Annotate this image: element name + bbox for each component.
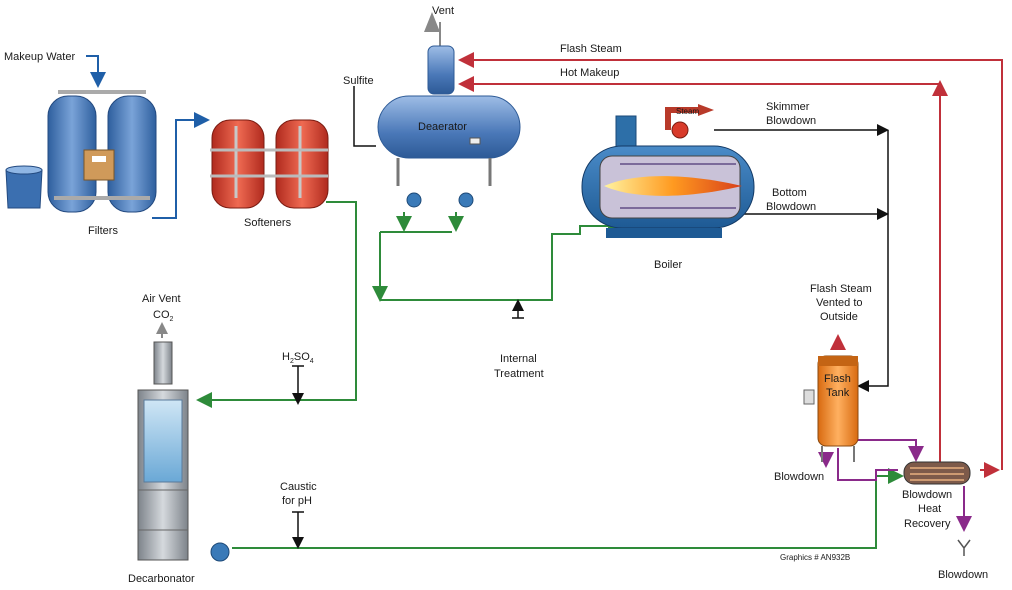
internal-treatment-label-1: Internal	[500, 353, 537, 365]
flash-tank-label-1: Flash	[824, 373, 851, 385]
decarbonator	[137, 322, 230, 562]
deaerator-vent	[424, 12, 455, 95]
blowdown-heat-recovery-label-3: Recovery	[904, 518, 951, 530]
blowdown-heat-exchanger	[903, 461, 971, 556]
bottom-blowdown-label-1: Bottom	[772, 187, 807, 199]
graphics-id-label: Graphics # AN932B	[780, 553, 850, 562]
makeup-water-line	[86, 55, 210, 219]
flash-tank	[803, 355, 859, 462]
blowdown-heat-recovery-label-1: Blowdown	[902, 489, 952, 501]
hot-makeup-label: Hot Makeup	[560, 67, 619, 79]
caustic-label-2: for pH	[282, 495, 312, 507]
skimmer-blowdown-label-2: Blowdown	[766, 115, 816, 127]
decarbonator-label: Decarbonator	[128, 573, 195, 585]
flash-steam-label: Flash Steam	[560, 43, 622, 55]
co2-label: CO2	[153, 309, 174, 323]
flash-vented-label-2: Vented to	[816, 297, 863, 309]
caustic-label-1: Caustic	[280, 481, 317, 493]
vent-label: Vent	[432, 5, 454, 17]
blowdown-heat-recovery-line	[818, 439, 972, 532]
softened-water-line	[196, 201, 904, 549]
flash-vented-label-3: Outside	[820, 311, 858, 323]
boiler	[581, 104, 755, 238]
sulfite-label: Sulfite	[343, 75, 374, 87]
softeners	[210, 119, 329, 209]
deaerator-label: Deaerator	[418, 121, 467, 133]
flash-tank-label-2: Tank	[826, 387, 850, 399]
air-vent-label: Air Vent	[142, 293, 181, 305]
deaerator	[377, 95, 521, 208]
flash-vented-label-1: Flash Steam	[810, 283, 872, 295]
blowdown-bottom-label: Blowdown	[938, 569, 988, 581]
filters	[5, 90, 157, 213]
makeup-water-label: Makeup Water	[4, 51, 75, 63]
internal-treatment-label-2: Treatment	[494, 368, 544, 380]
softeners-label: Softeners	[244, 217, 292, 229]
boiler-label: Boiler	[654, 259, 682, 271]
filters-label: Filters	[88, 225, 118, 237]
blowdown-heat-recovery-label-2: Heat	[918, 503, 941, 515]
h2so4-label: H2SO4	[282, 351, 314, 365]
bottom-blowdown-label-2: Blowdown	[766, 201, 816, 213]
flash-steam-line	[458, 52, 1003, 478]
blowdown-left-label: Blowdown	[774, 471, 824, 483]
steam-label: Steam	[676, 107, 699, 116]
skimmer-blowdown-label-1: Skimmer	[766, 101, 810, 113]
